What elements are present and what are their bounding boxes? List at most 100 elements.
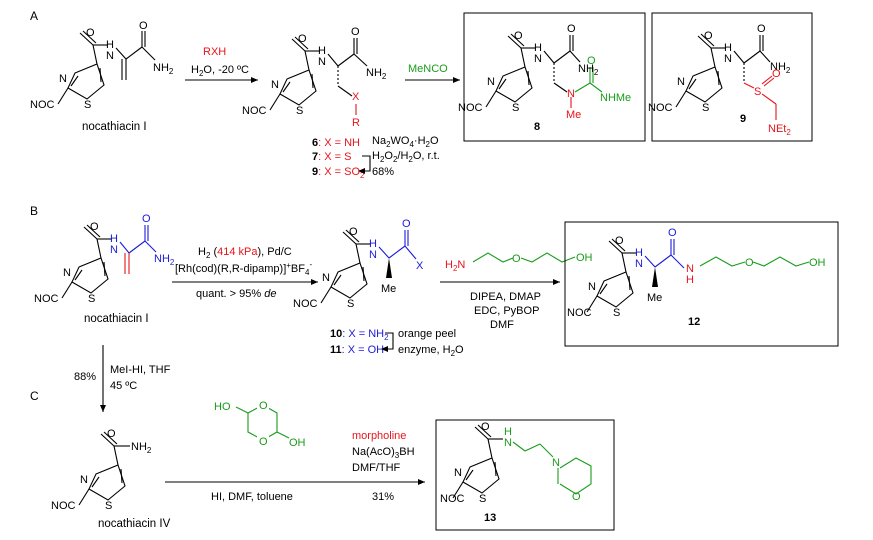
compound-label-6: 6: X = NH [312,137,360,149]
atom-nh2: NH2 [578,63,599,77]
atom-n: N [724,53,732,65]
atom-o: O [142,213,151,225]
atom-n: N [686,263,694,275]
atom-o: O [512,253,521,265]
atom-h: H [534,42,542,54]
atom-o: O [481,421,490,433]
atom-n: N [552,457,560,469]
atom-o: O [704,30,713,42]
oxidation-reagent-1: Na2WO4·H2O [372,135,439,149]
atom-h: H [635,247,643,259]
condition-hi-dmf-toluene: HI, DMF, toluene [211,491,293,503]
atom-s: S [296,105,303,117]
atom-noc: NOC [51,500,76,512]
atom-s: S [512,102,519,114]
methylation-condition-1: MeI-HI, THF [110,364,171,376]
atom-noc: NOC [458,102,483,114]
coupling-reagent-2: EDC, PyBOP [474,305,539,317]
atom-n: N [322,272,330,284]
hydrogenation-conditions: H2 (414 kPa), Pd/C [198,246,292,260]
atom-ho: HO [214,401,231,413]
atom-h: H [110,233,118,245]
atom-s: S [88,293,95,305]
compound-number-8: 8 [534,121,540,133]
atom-n: N [63,267,71,279]
atom-s: S [613,307,620,319]
atom-o: O [514,30,523,42]
atom-noc: NOC [648,102,673,114]
compound-label-9: 9: X = SO2 [312,166,365,180]
oxidation-arrow [362,155,371,172]
atom-x: X [416,260,424,272]
atom-s: S [479,493,486,505]
atom-o: O [567,23,576,35]
name-nocathiacin-iv: nocathiacin IV [98,518,171,530]
atom-me: Me [647,292,662,304]
atom-o: O [757,23,766,35]
atom-o: O [107,428,116,440]
atom-o: O [615,235,624,247]
atom-h: H [686,274,694,286]
atom-oh: OH [576,252,593,264]
section-label-b: B [30,204,38,218]
compound-8-box [463,12,646,142]
methylation-condition-2: 45 ºC [110,380,137,392]
molecule-nocathiacin-i-b: O H N O NH2 N S NOC [34,213,175,305]
atom-n: N [677,76,685,88]
atom-n: N [271,79,279,91]
atom-n: N [106,50,114,62]
atom-noc: NOC [242,105,267,117]
compound-label-7: 7: X = S [312,151,351,163]
oxidation-reagent-2: H2O2/H2O, r.t. [372,150,440,164]
atom-nhme: NHMe [600,92,631,104]
atom-n: N [567,88,575,100]
reagent-dmf-thf: DMF/THF [352,462,401,474]
hydrogenation-yield: quant. > 95% de [196,288,276,300]
atom-o: O [259,436,268,448]
compound-12-box [564,221,839,347]
atom-noc: NOC [34,293,59,305]
atom-noc: NOC [567,307,592,319]
molecule-nocathiacin-iv: O NH2 N S NOC [51,428,152,512]
molecule-compound-12: O H N O N H O OH Me N S NOC [567,227,826,319]
reagent-naacoh3bh: Na(AcO)3BH [352,446,415,460]
compound-number-12: 12 [688,316,700,328]
atom-oh: OH [809,257,826,269]
atom-o: O [351,26,360,38]
atom-nh2: NH2 [154,253,175,267]
atom-n: N [534,53,542,65]
atom-n: N [504,437,512,449]
atom-noc: NOC [30,99,55,111]
atom-o: O [86,27,95,39]
atom-o: O [772,68,781,80]
atom-o: O [259,400,268,412]
atom-nh2: NH2 [770,61,791,75]
reagent-morpholine: morpholine [352,430,406,442]
atom-o: O [90,221,99,233]
enzyme-arrow [385,332,394,350]
atom-h: H [318,45,326,57]
atom-o: O [745,257,754,269]
atom-s: S [754,86,761,98]
compound-9-box [651,12,813,142]
atom-s: S [105,500,112,512]
atom-nh2: NH2 [153,62,174,76]
amine-reagent: H2N O OH [445,252,593,273]
section-label-a: A [30,9,38,23]
atom-o: O [572,491,581,503]
molecule-compound-8: O H N O NH2 N Me O NHMe N S NOC [458,23,631,121]
atom-oh: OH [289,437,306,449]
compound-label-10: 10: X = NH2 [330,328,389,342]
atom-n: N [80,474,88,486]
atom-r: R [352,117,360,129]
atom-o: O [587,55,596,67]
atom-s: S [702,102,709,114]
atom-me: Me [566,109,581,121]
atom-o: O [349,226,358,238]
atom-nh2: NH2 [366,67,387,81]
molecule-nocathiacin-i-a: O H N O NH2 N S NOC [30,20,174,111]
coupling-reagent-1: DIPEA, DMAP [470,291,541,303]
rh-catalyst: [Rh(cod)(R,R-dipamp)]+BF4- [175,260,312,277]
atom-noc: NOC [440,493,465,505]
atom-n: N [59,73,67,85]
